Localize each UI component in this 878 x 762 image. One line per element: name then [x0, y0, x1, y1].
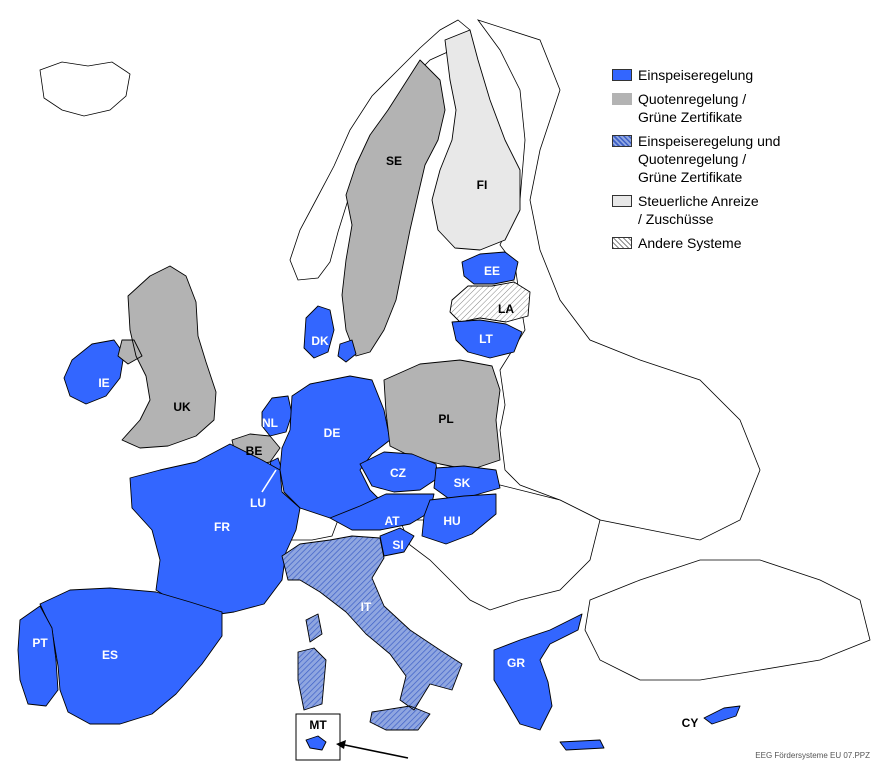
legend-item-quota: Quotenregelung / Grüne Zertifikate	[612, 90, 872, 126]
country-la	[449, 281, 531, 323]
label-nl: NL	[262, 416, 278, 430]
label-sk: SK	[454, 476, 471, 490]
label-ee: EE	[484, 264, 500, 278]
country-ie	[63, 339, 125, 405]
country-hu	[421, 493, 497, 545]
country-se	[341, 59, 446, 357]
legend-label: Einspeiseregelung	[638, 67, 754, 83]
malta-inset	[295, 713, 409, 761]
legend-label: Steuerliche Anreize / Zuschüsse	[638, 193, 759, 227]
country-nl	[261, 395, 293, 437]
footer-note: EEG Fördersysteme EU 07.PPZ	[755, 751, 870, 760]
legend-swatch	[612, 135, 632, 147]
country-lt	[451, 319, 523, 359]
legend-swatch	[612, 195, 632, 207]
label-cz: CZ	[390, 466, 406, 480]
label-ie: IE	[98, 376, 109, 390]
legend-swatch	[612, 69, 632, 81]
legend-item-feed-in: Einspeiseregelung	[612, 66, 872, 84]
country-pt	[17, 605, 59, 707]
legend-label: Quotenregelung / Grüne Zertifikate	[638, 91, 747, 125]
map-legend: Einspeiseregelung Quotenregelung / Grüne…	[612, 66, 872, 258]
country-pl	[383, 359, 501, 471]
label-dk: DK	[311, 334, 329, 348]
label-uk: UK	[173, 400, 191, 414]
country-mt	[305, 735, 327, 751]
label-gr: GR	[507, 656, 525, 670]
legend-swatch	[612, 93, 632, 105]
label-lu: LU	[250, 496, 266, 510]
label-it: IT	[361, 600, 372, 614]
country-cy	[703, 705, 741, 725]
label-fr: FR	[214, 520, 230, 534]
iceland-shape	[39, 61, 131, 117]
legend-label: Andere Systeme	[638, 235, 742, 251]
malta-pointer-head	[336, 740, 346, 749]
country-labels: SE FI EE LA LT DK IE UK NL BE LU DE PL C…	[32, 154, 698, 732]
country-fr	[129, 443, 301, 617]
label-si: SI	[392, 538, 403, 552]
country-es	[39, 587, 223, 725]
country-de	[279, 375, 391, 519]
legend-swatch	[612, 237, 632, 249]
label-se: SE	[386, 154, 402, 168]
label-de: DE	[324, 426, 341, 440]
label-cy: CY	[682, 716, 699, 730]
label-lt: LT	[479, 332, 493, 346]
country-gr	[493, 613, 605, 751]
legend-item-other: Andere Systeme	[612, 234, 872, 252]
lu-leader-line	[261, 469, 277, 493]
country-it	[281, 535, 463, 731]
country-sk	[433, 465, 501, 499]
legend-label: Einspeiseregelung und Quotenregelung / G…	[638, 133, 781, 185]
label-fi: FI	[477, 178, 488, 192]
label-hu: HU	[443, 514, 460, 528]
label-mt: MT	[309, 718, 327, 732]
label-pl: PL	[438, 412, 453, 426]
label-at: AT	[384, 514, 400, 528]
legend-item-tax: Steuerliche Anreize / Zuschüsse	[612, 192, 872, 228]
country-uk	[117, 265, 217, 449]
member-states	[17, 29, 741, 751]
country-ee	[461, 251, 519, 285]
label-la: LA	[498, 302, 514, 316]
malta-pointer-arrow	[339, 743, 409, 759]
label-be: BE	[246, 444, 263, 458]
label-es: ES	[102, 648, 118, 662]
country-fi	[431, 29, 521, 251]
label-pt: PT	[32, 636, 48, 650]
legend-item-mixed: Einspeiseregelung und Quotenregelung / G…	[612, 132, 872, 186]
turkey-shape	[584, 559, 871, 681]
country-dk	[303, 305, 357, 363]
